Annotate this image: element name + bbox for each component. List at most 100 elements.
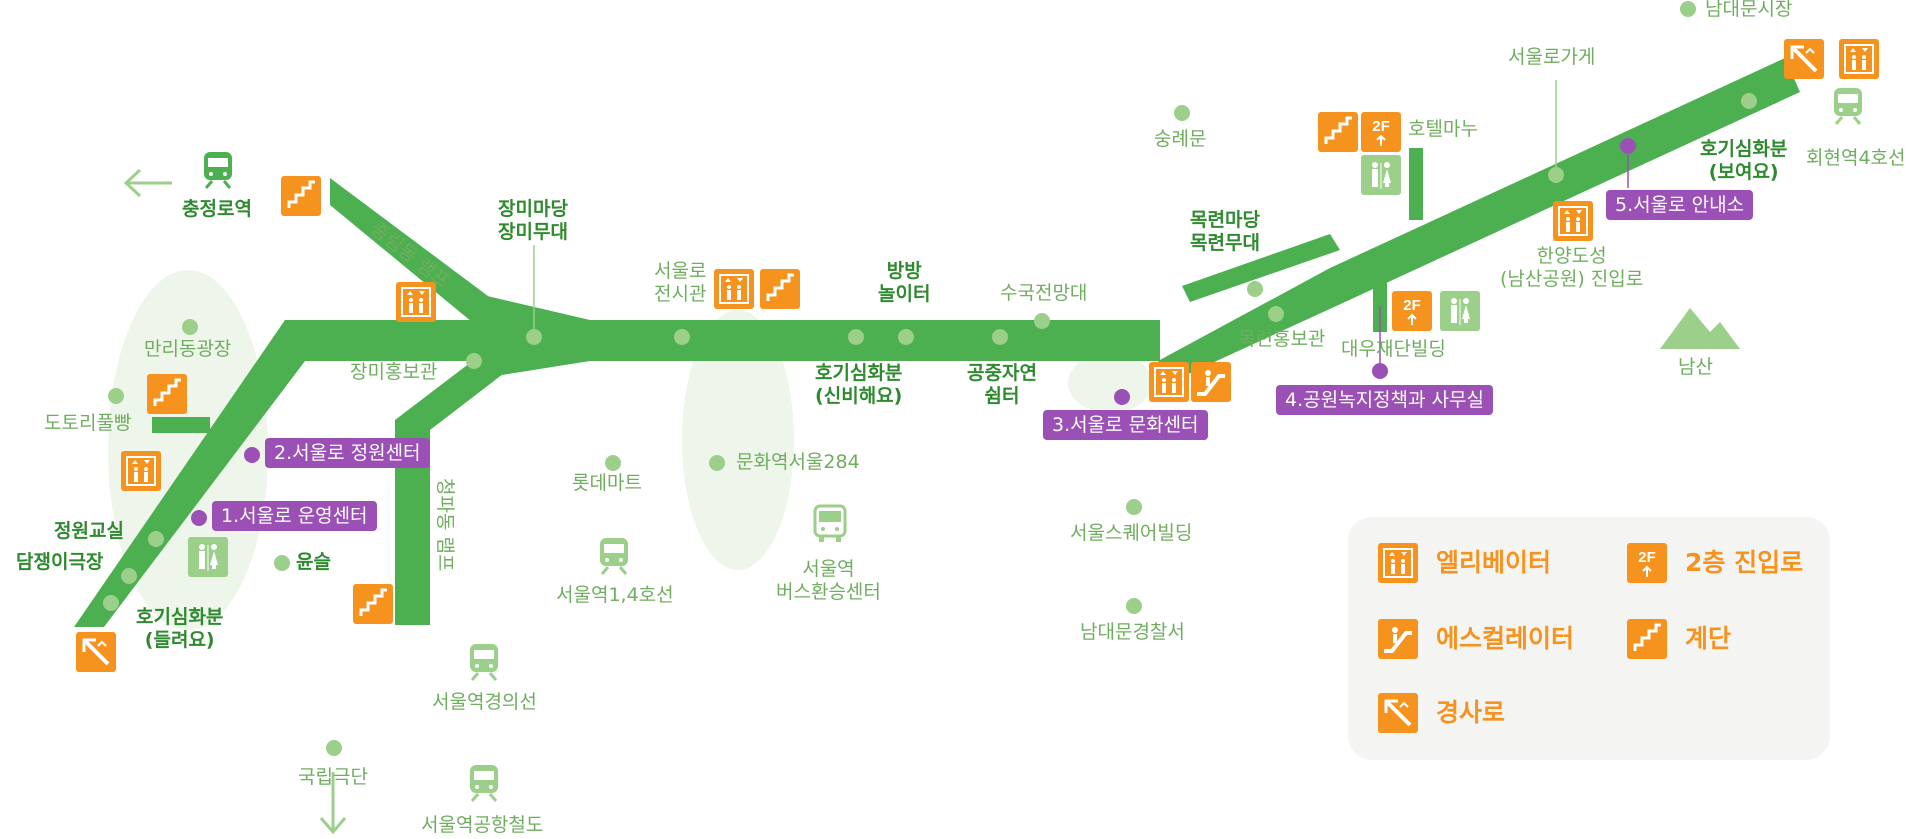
poi-dot: [709, 455, 725, 471]
label-seoul-line14: 서울역1,4호선: [556, 584, 674, 606]
label-sungnyemun: 숭례문: [1154, 128, 1207, 150]
center-5-tag[interactable]: 5.서울로 안내소: [1606, 190, 1754, 220]
stairs-icon: [147, 374, 187, 414]
route-dot: [103, 595, 119, 611]
namsan-mountain: [1660, 308, 1740, 349]
garden-zone-mid: [682, 310, 794, 570]
poi-dot: [1680, 1, 1696, 17]
route-dot: [674, 329, 690, 345]
label-aerial: 공중자연 쉼터: [967, 362, 1037, 407]
label-square-bldg: 서울스퀘어빌딩: [1070, 522, 1193, 544]
2f-entrance-icon: 2F: [1392, 291, 1432, 331]
center-5-dot: [1620, 138, 1636, 154]
restroom-icon: [1440, 291, 1480, 331]
poi-dot: [1126, 499, 1142, 515]
2f-text: 2F: [1372, 118, 1390, 135]
train-icon: [466, 763, 502, 803]
label-seoullo-exhibit: 서울로 전시관: [654, 260, 707, 305]
poi-dot: [1126, 598, 1142, 614]
route-dot: [148, 531, 164, 547]
down-arrow-icon: [319, 772, 347, 835]
label-jangmi-pr: 장미홍보관: [350, 361, 438, 383]
ramp-icon: [1378, 693, 1418, 733]
center-1-dot: [191, 510, 207, 526]
2f-text: 2F: [1638, 549, 1656, 566]
label-jangmi-madang: 장미마당 장미무대: [498, 198, 568, 243]
label-namdaemun-police: 남대문경찰서: [1080, 621, 1185, 643]
poi-dot: [108, 388, 124, 404]
label-cheongpa-ramp: 청파동 램프: [434, 478, 456, 572]
label-lotte: 롯데마트: [572, 472, 642, 494]
label-mokryeon-madang: 목련마당 목련무대: [1190, 209, 1260, 254]
label-damjaeng: 담쟁이극장: [16, 551, 104, 573]
center-1-tag[interactable]: 1.서울로 운영센터: [212, 501, 377, 531]
label-dotori: 도토리풀빵: [44, 412, 132, 434]
route-dot: [898, 329, 914, 345]
label-bus-center: 서울역 버스환승센터: [776, 558, 881, 603]
center-2-tag[interactable]: 2.서울로 정원센터: [265, 438, 430, 468]
label-hogi-shinbi: 호기심화분 (신비해요): [815, 362, 903, 407]
restroom-icon: [188, 537, 228, 577]
center-2-dot: [244, 447, 260, 463]
center-4-tag[interactable]: 4.공원녹지정책과 사무실: [1276, 385, 1493, 415]
train-icon: [596, 536, 632, 576]
label-bangbang: 방방 놀이터: [878, 260, 931, 305]
route-dot: [466, 353, 482, 369]
label-mallidong: 만리동광장: [144, 338, 232, 360]
escalator-icon: [1378, 619, 1418, 659]
center-3-dot: [1114, 389, 1130, 405]
route-dot: [848, 329, 864, 345]
elevator-icon: [121, 451, 161, 491]
center-3-tag[interactable]: 3.서울로 문화센터: [1043, 410, 1208, 440]
label-suguk: 수국전망대: [1000, 282, 1088, 304]
2f-entrance-icon: 2F: [1627, 543, 1667, 583]
route-dot: [526, 329, 542, 345]
legend-2f: 2층 진입로: [1685, 548, 1804, 577]
label-hanyang: 한양도성 (남산공원) 진입로: [1500, 245, 1644, 290]
label-airport-rail: 서울역공항철도: [421, 814, 544, 836]
2f-text: 2F: [1403, 297, 1421, 314]
garden-zone-right: [1068, 353, 1152, 413]
2f-entrance-icon: 2F: [1361, 112, 1401, 152]
label-namsan: 남산: [1678, 356, 1713, 378]
label-national-theater: 국립극단: [298, 766, 368, 788]
route-dot: [1268, 306, 1284, 322]
elevator-icon: [396, 282, 436, 322]
bus-icon: [812, 504, 848, 544]
ramp-icon: [76, 632, 116, 672]
label-seoullo-shop: 서울로가게: [1508, 46, 1596, 68]
left-arrow-icon: [123, 168, 172, 198]
poi-dot: [274, 555, 290, 571]
route-dot: [992, 329, 1008, 345]
elevator-icon: [1839, 39, 1879, 79]
label-culture-station: 문화역서울284: [736, 451, 860, 473]
train-icon: [1830, 86, 1866, 126]
label-hoehyeon: 회현역4호선: [1806, 147, 1906, 169]
stairs-icon: [1627, 619, 1667, 659]
train-icon: [200, 150, 236, 190]
elevator-icon: [1378, 543, 1418, 583]
walkway: [74, 58, 1800, 627]
label-chungjeongno: 충정로역: [182, 198, 252, 220]
legend-ramp: 경사로: [1436, 698, 1506, 727]
poi-dot: [1174, 105, 1190, 121]
route-dot: [1741, 93, 1757, 109]
poi-dot: [182, 319, 198, 335]
stairs-icon: [353, 584, 393, 624]
route-dot: [1247, 281, 1263, 297]
poi-dot: [326, 740, 342, 756]
label-hogi-deul: 호기심화분 (들려요): [136, 606, 224, 651]
stairs-icon: [1318, 112, 1358, 152]
route-dot: [1548, 167, 1564, 183]
label-jeongwon-class: 정원교실: [54, 520, 124, 542]
elevator-icon: [1149, 362, 1189, 402]
escalator-icon: [1191, 362, 1231, 402]
restroom-icon: [1361, 155, 1401, 195]
elevator-icon: [1553, 201, 1593, 241]
legend-escalator: 에스컬레이터: [1436, 624, 1575, 653]
elevator-icon: [714, 269, 754, 309]
poi-dot: [605, 455, 621, 471]
label-daewoo: 대우재단빌딩: [1341, 338, 1446, 360]
legend-elevator: 엘리베이터: [1436, 548, 1552, 577]
train-icon: [466, 642, 502, 682]
